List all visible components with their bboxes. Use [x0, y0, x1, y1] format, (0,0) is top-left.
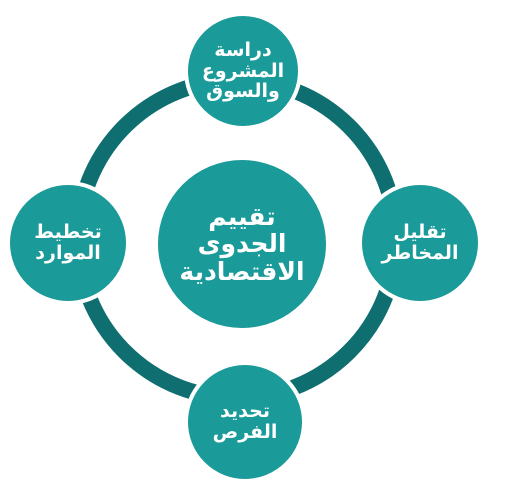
left-node: تخطيط الموارد	[6, 181, 130, 305]
top-node-label: دراسة المشروع والسوق	[201, 38, 285, 103]
bottom-node-label: تحديد الفرص	[212, 400, 278, 443]
right-node-label: تقليل المخاطر	[381, 221, 459, 264]
right-node: تقليل المخاطر	[358, 181, 482, 305]
left-node-label: تخطيط الموارد	[34, 221, 102, 264]
center-node-label: تقييم الجدوى الاقتصادية	[179, 201, 305, 286]
center-node: تقييم الجدوى الاقتصادية	[158, 160, 326, 328]
top-node: دراسة المشروع والسوق	[184, 12, 302, 130]
bottom-node: تحديد الفرص	[184, 361, 306, 483]
